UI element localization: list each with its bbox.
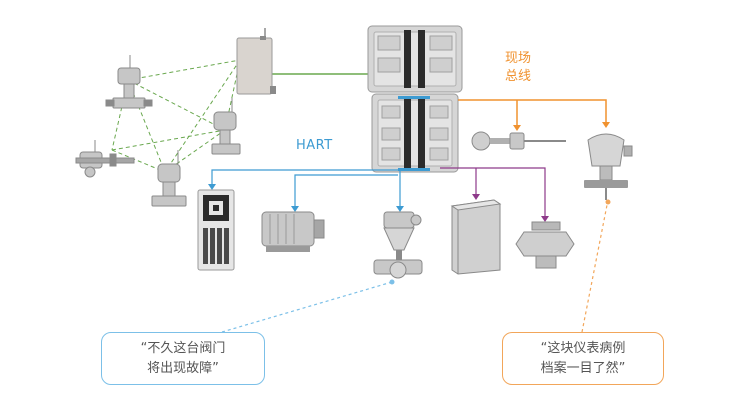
callout-right-connector xyxy=(581,199,609,333)
profibus-arrow-2 xyxy=(541,216,549,222)
profibus-arrow-1 xyxy=(472,194,480,200)
io-cabinet xyxy=(197,189,235,271)
wireless-gateway xyxy=(236,28,276,95)
hart-lines xyxy=(211,169,401,208)
wireless-transmitter-bottom xyxy=(151,150,187,207)
fieldbus-arrow-2 xyxy=(602,122,610,128)
callout-left-connector xyxy=(221,281,393,333)
temperature-transmitter xyxy=(471,131,566,151)
hart-arrow-3 xyxy=(396,206,404,212)
callout-left-line2: 将出现故障” xyxy=(147,360,219,376)
callout-right-anchor xyxy=(605,199,611,205)
controller-rack xyxy=(367,25,463,173)
callout-instrument-record: “这块仪表病例 档案一目了然” xyxy=(502,332,664,385)
callout-right-line1: “这块仪表病例 xyxy=(540,340,626,356)
pump-valve xyxy=(515,221,575,269)
hart-arrow-2 xyxy=(291,206,299,212)
fieldbus-lines xyxy=(458,99,607,128)
wireless-transmitter-right xyxy=(211,98,241,155)
fieldbus-label: 现场 总线 xyxy=(498,50,538,86)
motor xyxy=(261,211,325,252)
callout-left-line1: “不久这台阀门 xyxy=(140,340,226,356)
callout-right-line2: 档案一目了然” xyxy=(540,360,626,376)
drive-box xyxy=(450,199,502,275)
fieldbus-label-line2: 总线 xyxy=(504,69,531,84)
wireless-transmitter-top xyxy=(105,55,153,109)
callout-left-anchor xyxy=(389,279,395,285)
profibus-lines xyxy=(440,167,546,218)
callout-valve-fault: “不久这台阀门 将出现故障” xyxy=(101,332,265,385)
wireless-transmitter-left xyxy=(75,140,135,178)
control-valve xyxy=(373,211,423,279)
fieldbus-arrow-1 xyxy=(513,125,521,131)
fieldbus-label-line1: 现场 xyxy=(504,51,531,66)
radar-level-transmitter xyxy=(584,133,633,200)
hart-label: HART xyxy=(296,138,333,153)
hart-arrow-1 xyxy=(208,184,216,190)
